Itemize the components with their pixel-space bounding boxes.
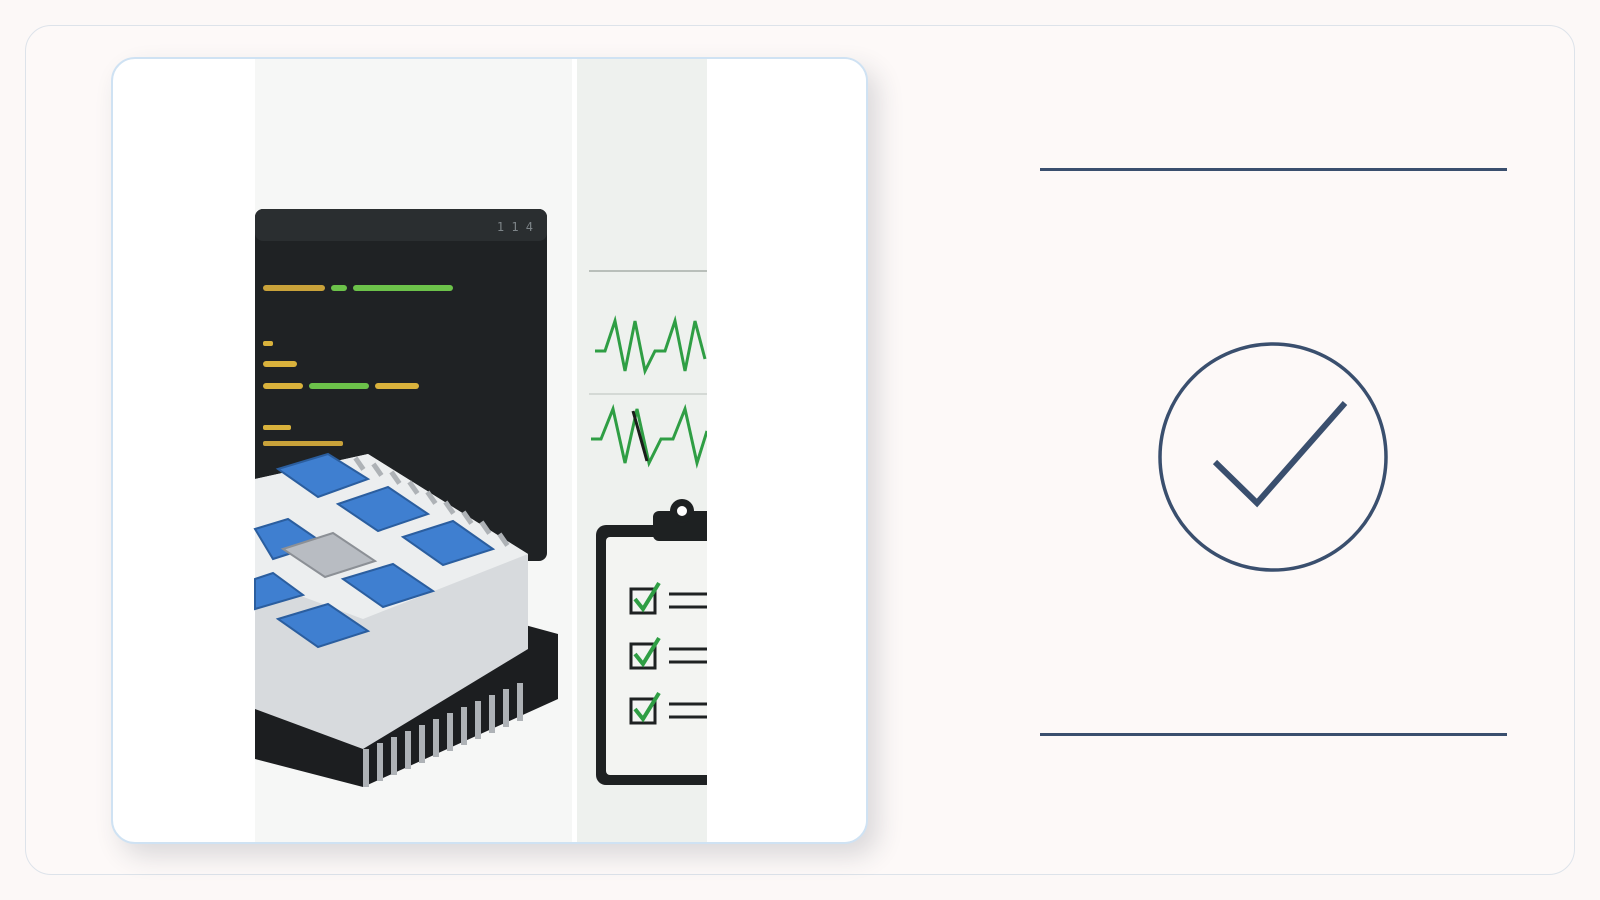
illustration-card: 1 1 4 [111,57,868,844]
status-panel [1000,100,1560,800]
microchip-icon [253,452,558,787]
waveform-icon [589,270,709,469]
checklist-clipboard-icon [596,499,716,785]
check-circle-icon [1158,342,1388,572]
illustration-svg: 1 1 4 [253,59,866,842]
bottom-divider [1040,733,1507,736]
terminal-corner-text: 1 1 4 [497,220,533,234]
top-divider [1040,168,1507,171]
